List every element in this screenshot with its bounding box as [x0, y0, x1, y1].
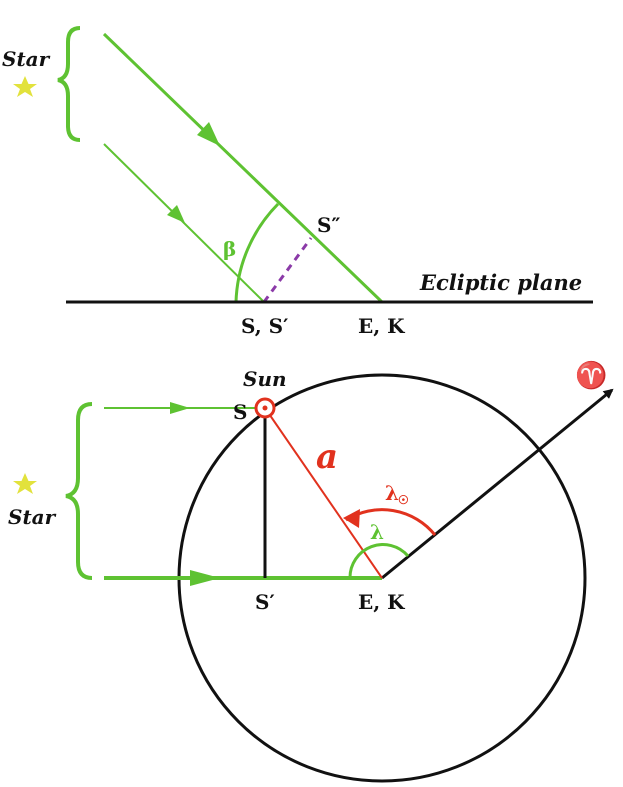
sun-subscript-symbol: ☉: [398, 493, 409, 507]
aries-symbol: ♈: [575, 360, 607, 391]
bottom-diagram: ♈ Star a Sun S λ ☉ λ S′ E, K: [8, 360, 614, 783]
ray-lower: [103, 143, 265, 303]
beta-arc: [234, 202, 280, 303]
a-label: a: [316, 437, 338, 477]
ray-lower-bottom-arrowhead: [190, 570, 220, 586]
ecliptic-label: Ecliptic plane: [419, 270, 582, 295]
s-s-prime-label: S, S′: [241, 314, 288, 338]
s-double-prime-label: S″: [317, 213, 340, 237]
lambda-sun-label: λ: [385, 481, 399, 505]
bottom-star-icon: [13, 473, 37, 494]
bottom-e-k-label: E, K: [358, 590, 405, 614]
beta-label: β: [223, 237, 236, 261]
lambda-label: λ: [370, 520, 384, 544]
projection-dashed: [262, 237, 313, 303]
top-e-k-label: E, K: [358, 314, 405, 338]
s-prime-label: S′: [255, 590, 275, 614]
top-diagram: Star β S″ Ecliptic plane S, S′ E, K: [2, 26, 593, 338]
bottom-star-label: Star: [8, 505, 57, 529]
ray-to-sun-arrowhead: [170, 402, 190, 414]
aries-direction-line: [381, 388, 614, 580]
s-label: S: [233, 400, 247, 424]
bottom-brace: [65, 402, 93, 580]
sun-icon-center: [262, 405, 268, 411]
ray-upper: [102, 32, 384, 304]
distance-a-line: [264, 407, 383, 579]
top-brace: [57, 26, 81, 142]
top-star-label: Star: [2, 47, 51, 71]
ray-lower-arrowhead: [167, 205, 185, 223]
lambda-arc: [348, 543, 410, 579]
star-icon: [13, 76, 37, 97]
ray-upper-arrowhead: [197, 122, 220, 146]
sun-label: Sun: [243, 367, 287, 391]
lambda-sun-arrowhead: [343, 509, 360, 528]
